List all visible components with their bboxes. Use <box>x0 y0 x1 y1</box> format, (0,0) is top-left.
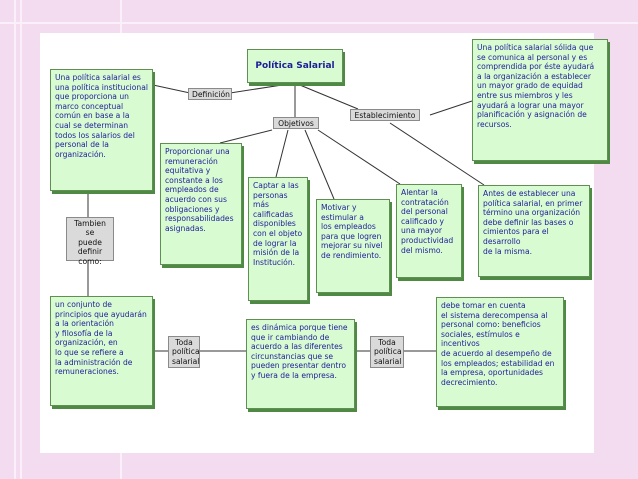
link-label-tambien: Tambien se puede definir como: <box>66 217 114 266</box>
link-label-objetivos: Objetivos <box>273 117 319 129</box>
connector-objetivos-3 <box>304 129 335 200</box>
link-label-definicion: Definición <box>188 88 232 100</box>
link-label-establecimiento: Establecimiento <box>350 109 420 121</box>
objective-box-1: Proporcionar una remuneración equitativa… <box>160 143 242 265</box>
establishment-box-bottom: Antes de establecer una política salaria… <box>478 185 590 277</box>
link-label-toda-left: Toda política salarial <box>168 336 200 368</box>
connector-objetivos-4 <box>317 129 401 185</box>
decorative-stripe-left-2 <box>20 0 22 479</box>
decorative-stripe-top <box>0 22 638 24</box>
alt-definition-box: un conjunto de principios que ayudarán a… <box>50 296 153 406</box>
connector-title-definicion <box>229 82 296 94</box>
link-label-toda-right: Toda política salarial <box>370 336 404 368</box>
connector-objetivos-2 <box>275 129 289 178</box>
concept-map: Política Salarial Definición Objetivos E… <box>40 33 608 453</box>
connector-objetivos-1 <box>219 129 273 144</box>
connector-lines <box>87 82 485 352</box>
concept-map-title: Política Salarial <box>247 49 343 83</box>
dynamic-box: es dinámica porque tiene que ir cambiand… <box>246 319 355 409</box>
compensation-box: debe tomar en cuenta el sistema derecomp… <box>436 297 564 407</box>
objective-box-2: Captar a las personas más calificadas di… <box>248 177 308 301</box>
decorative-stripe-left-1 <box>14 0 16 479</box>
connector-establecimiento-top <box>429 100 473 116</box>
connector-title-establecimiento <box>294 82 359 110</box>
connector-establecimiento-bottom <box>389 122 485 186</box>
connector-definicion-box <box>152 84 191 94</box>
definition-box: Una política salarial es una política in… <box>50 69 153 191</box>
objective-box-3: Motivar y estimular a los empleados para… <box>316 199 390 293</box>
establishment-box-top: Una política salarial sólida que se comu… <box>472 39 608 161</box>
objective-box-4: Alentar la contratación del personal cal… <box>396 184 462 278</box>
